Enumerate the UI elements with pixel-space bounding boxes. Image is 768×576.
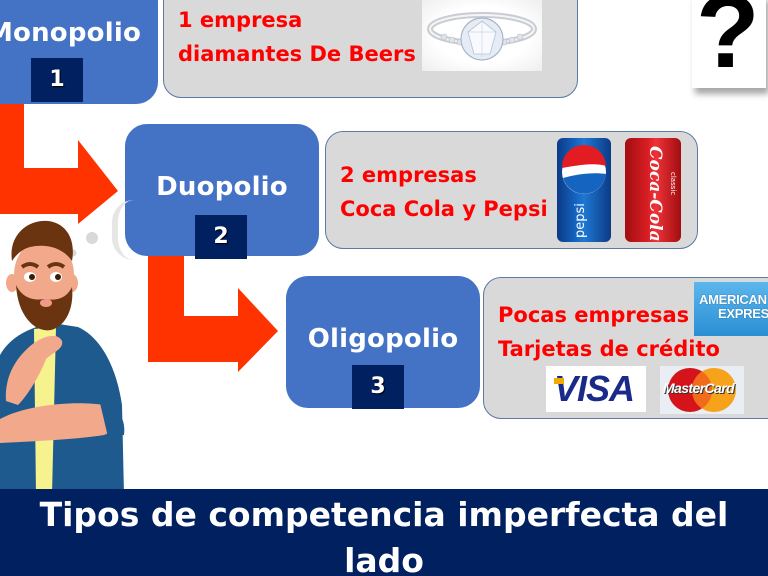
question-mark-image: ? [692,0,766,88]
description-box-oligopolio: Pocas empresas Tarjetas de crédito AMERI… [483,277,768,419]
coca-cola-logo-text: Coca-Cola [645,146,665,242]
description-line-2: Tarjetas de crédito [498,337,720,361]
mastercard-logo: MasterCard [660,366,744,414]
arrow-to-oligopolio [148,256,278,372]
description-line-1: Pocas empresas [498,303,690,327]
description-line-1: 2 empresas [340,163,477,187]
visa-accent [554,378,564,384]
thought-swoosh-decor [112,200,134,260]
description-line-2: diamantes De Beers [178,42,416,66]
step-number-badge: 3 [352,365,404,409]
slide-title-line-1: Tipos de competencia imperfecta del lado [39,495,729,576]
step-label: Oligopolio [307,324,459,354]
american-express-logo: AMERICAN EXPRESS [694,282,768,336]
visa-logo: VISA [546,366,646,412]
step-label: Duopolio [156,172,288,202]
description-line-1: 1 empresa [178,8,303,32]
slide-title-banner: Tipos de competencia imperfecta del lado… [0,489,768,576]
pepsi-logo-text: pepsi [573,203,588,238]
classic-label: classic [669,172,677,196]
arrow-to-duopolio [0,104,118,224]
step-number-badge: 2 [195,215,247,259]
question-mark-icon: ? [696,0,760,88]
step-number-badge: 1 [31,58,83,102]
pepsi-can-image: pepsi [557,138,611,242]
step-label: Monopolio [0,18,142,48]
description-line-2: Coca Cola y Pepsi [340,197,548,221]
description-box-monopolio: 1 empresa diamantes De Beers [163,0,578,98]
description-box-duopolio: 2 empresas Coca Cola y Pepsi pepsi Coca-… [325,131,698,249]
coca-cola-can-image: Coca-Cola classic [625,138,681,242]
thinking-man-illustration [0,220,125,495]
diamond-ring-image [422,0,542,71]
